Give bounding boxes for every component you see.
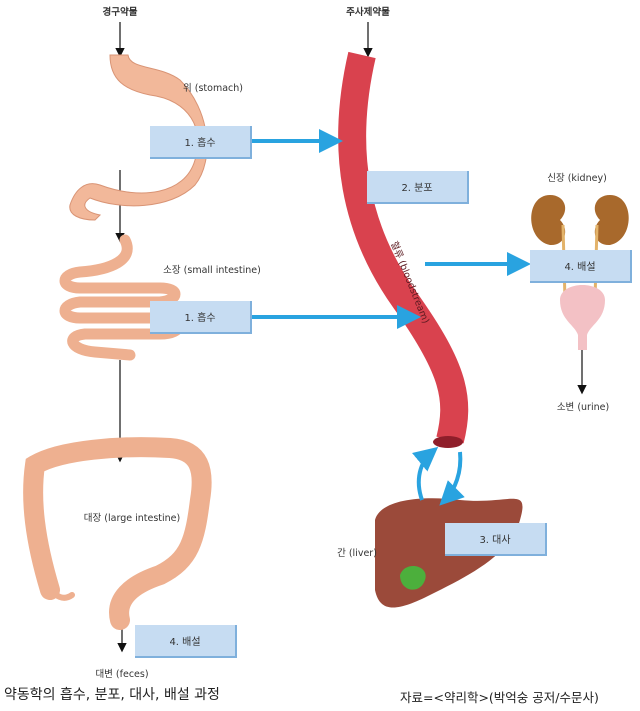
label-small-intestine: 소장 (small intestine) bbox=[163, 265, 261, 276]
step-distribution: 2. 분포 bbox=[367, 171, 469, 204]
label-oral-drug: 경구약물 bbox=[102, 7, 138, 18]
label-large-intestine: 대장 (large intestine) bbox=[83, 513, 181, 524]
step-absorption-intestine: 1. 흡수 bbox=[150, 301, 252, 334]
large-intestine-illustration bbox=[23, 437, 212, 630]
label-injection-drug: 주사제약물 bbox=[346, 7, 390, 18]
figure-caption: 약동학의 흡수, 분포, 대사, 배설 과정 bbox=[4, 687, 220, 703]
bladder-illustration bbox=[560, 285, 605, 350]
label-urine: 소변 (urine) bbox=[556, 402, 610, 413]
step-metabolism: 3. 대사 bbox=[445, 523, 547, 556]
label-stomach: 위 (stomach) bbox=[183, 83, 243, 94]
kidney-illustration bbox=[531, 195, 629, 350]
step-excretion-feces: 4. 배설 bbox=[135, 625, 237, 658]
stomach-illustration bbox=[69, 54, 208, 221]
label-feces: 대변 (feces) bbox=[95, 669, 149, 680]
small-intestine-illustration bbox=[59, 234, 185, 361]
flow-arrows-blue bbox=[250, 129, 531, 506]
step-absorption-stomach: 1. 흡수 bbox=[150, 126, 252, 159]
label-liver: 간 (liver) bbox=[337, 548, 377, 559]
step-excretion-kidney: 4. 배설 bbox=[530, 250, 632, 283]
label-kidney: 신장 (kidney) bbox=[547, 173, 607, 184]
blood-vessel-illustration bbox=[338, 51, 469, 444]
figure-source: 자료=<약리학>(박억숭 공저/수문사) bbox=[400, 690, 599, 705]
